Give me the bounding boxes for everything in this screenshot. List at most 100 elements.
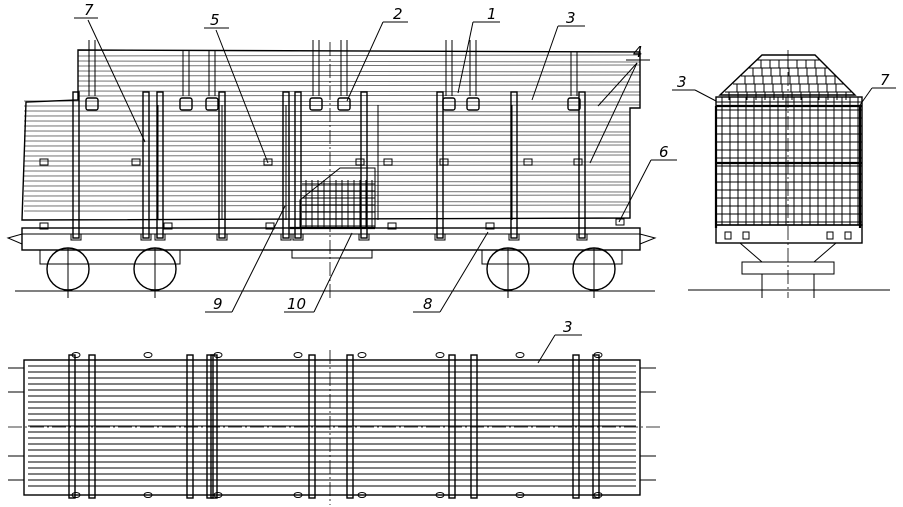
stake xyxy=(142,91,150,239)
callout-4: 4 xyxy=(633,43,643,61)
plan-peg-bottom xyxy=(71,492,81,498)
plan-view xyxy=(8,350,660,505)
hangers xyxy=(85,40,581,111)
timber-stack-side xyxy=(21,49,641,221)
plan-stake xyxy=(448,354,456,499)
pad xyxy=(39,158,49,166)
callout-1: 1 xyxy=(487,5,497,23)
pad xyxy=(265,222,275,230)
plank-line xyxy=(23,200,631,203)
plan-peg-top xyxy=(143,352,153,358)
callout-3-end: 3 xyxy=(677,73,687,91)
callout-2: 2 xyxy=(393,5,403,23)
stake-foot xyxy=(358,233,370,241)
plank-line xyxy=(23,120,631,123)
plan-stake xyxy=(572,354,580,499)
plank-line xyxy=(23,180,631,183)
plank-line xyxy=(23,170,631,173)
plan-stake xyxy=(88,354,96,499)
plank-line xyxy=(23,100,641,103)
plan-peg-top xyxy=(435,352,445,358)
pad xyxy=(263,158,273,166)
hook xyxy=(442,97,456,111)
plan-peg-top xyxy=(213,352,223,358)
side-view xyxy=(6,40,657,300)
stake-foot xyxy=(140,233,152,241)
stake-foot xyxy=(576,233,588,241)
end-foot xyxy=(826,231,834,240)
plan-peg-bottom xyxy=(357,492,367,498)
callout-3-side: 3 xyxy=(566,9,576,27)
plank-line xyxy=(77,84,641,87)
plank-line xyxy=(23,184,631,187)
callout-9: 9 xyxy=(213,295,223,313)
plank-line xyxy=(23,114,631,117)
plan-peg-top xyxy=(593,352,603,358)
plan-peg-bottom xyxy=(515,492,525,498)
stake-foot xyxy=(434,233,446,241)
callout-8: 8 xyxy=(423,295,433,313)
stake xyxy=(510,91,518,239)
plank-line xyxy=(77,80,641,83)
pad xyxy=(573,158,583,166)
pad xyxy=(523,158,533,166)
plan-stake xyxy=(346,354,354,499)
plank-line xyxy=(23,194,631,197)
stake xyxy=(72,91,80,239)
hook xyxy=(205,97,219,111)
callout-7-end: 7 xyxy=(880,71,890,89)
wheels xyxy=(46,247,616,298)
hook xyxy=(337,97,351,111)
plan-peg-bottom xyxy=(213,492,223,498)
plank-line xyxy=(23,154,631,157)
pad xyxy=(387,222,397,230)
plan-stake xyxy=(470,354,478,499)
plan-peg-bottom xyxy=(143,492,153,498)
plan-peg-top xyxy=(293,352,303,358)
pad xyxy=(383,158,393,166)
hook xyxy=(567,97,581,111)
stake-foot xyxy=(280,233,292,241)
plan-peg-bottom xyxy=(435,492,445,498)
pad xyxy=(163,222,173,230)
plank-line xyxy=(23,130,631,133)
end-foot xyxy=(844,231,852,240)
stake xyxy=(294,91,302,239)
plank-line xyxy=(23,104,641,107)
plank-line xyxy=(77,90,641,93)
end-foot xyxy=(724,231,732,240)
hook xyxy=(309,97,323,111)
plank-line xyxy=(23,164,631,167)
plan-peg-bottom xyxy=(293,492,303,498)
callout-7-side: 7 xyxy=(84,1,94,19)
stake-foot xyxy=(292,233,304,241)
plank-line xyxy=(23,140,631,143)
end-view xyxy=(688,50,890,298)
pad xyxy=(485,222,495,230)
end-foot xyxy=(742,231,750,240)
pad xyxy=(131,158,141,166)
stake xyxy=(156,91,164,239)
railcar-platform xyxy=(6,227,657,265)
plan-stake xyxy=(308,354,316,499)
plank-line xyxy=(77,64,641,67)
callout-3-plan: 3 xyxy=(563,318,573,336)
plan-peg-top xyxy=(71,352,81,358)
plank-line xyxy=(23,110,631,113)
plank-line xyxy=(23,124,631,127)
plank-line xyxy=(77,60,641,63)
callouts: 1 2 3 4 5 6 7 8 9 10 xyxy=(74,1,896,364)
hook xyxy=(466,97,480,111)
plank-line xyxy=(77,54,641,57)
plank-line xyxy=(23,174,631,177)
pad xyxy=(39,222,49,230)
plank-line xyxy=(23,144,631,147)
callout-5: 5 xyxy=(210,11,220,29)
plan-stake xyxy=(186,354,194,499)
stake-foot xyxy=(216,233,228,241)
plan-stake xyxy=(206,354,214,499)
plank-line xyxy=(77,94,641,97)
callout-6: 6 xyxy=(659,143,669,161)
plan-stake xyxy=(592,354,600,499)
